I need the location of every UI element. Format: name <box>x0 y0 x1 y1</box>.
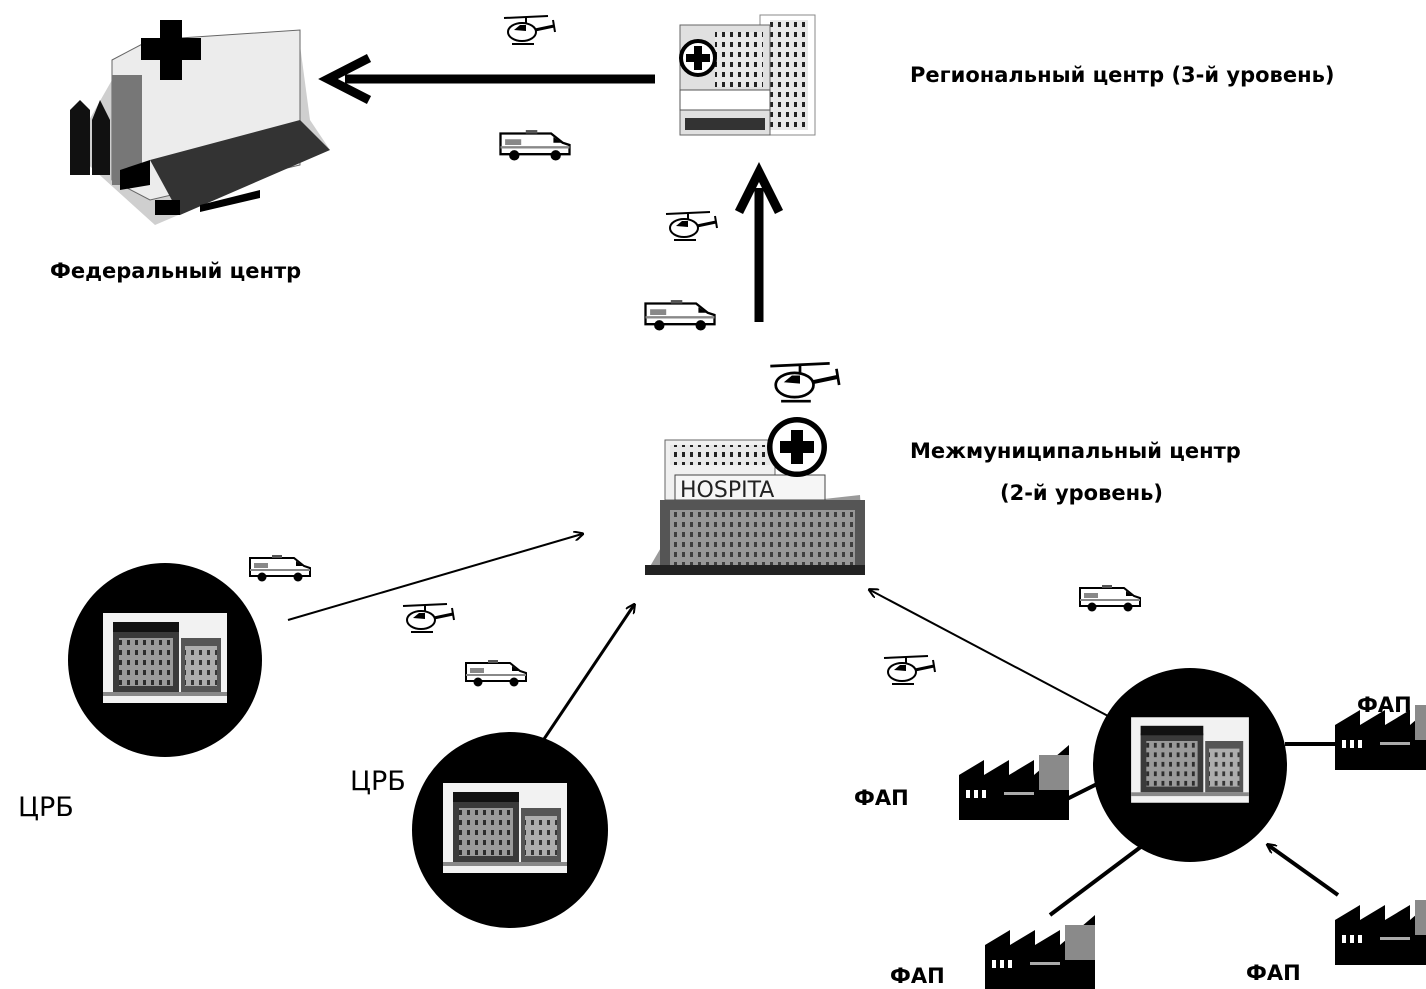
regional-center-building-icon <box>679 14 816 136</box>
arrow-regional-to-federal <box>318 53 655 105</box>
crb-mid-icon <box>412 732 608 928</box>
intermunicipal-center-building-icon: HOSPITA <box>645 417 865 575</box>
fap-bottom-left-building-icon <box>985 915 1095 989</box>
label-federal-center: Федеральный центр <box>50 259 301 283</box>
label-intermunicipal-level: (2-й уровень) <box>1000 481 1163 505</box>
label-fap-bottom-right: ФАП <box>1246 961 1301 985</box>
label-fap-top-right: ФАП <box>1357 693 1412 717</box>
helicopter-icon <box>882 654 937 686</box>
label-crb-mid: ЦРБ <box>350 766 406 797</box>
fap-hub-icon <box>1093 668 1287 862</box>
helicopter-icon <box>401 602 456 634</box>
ambulance-icon <box>1079 584 1141 613</box>
arrow-crb-left-to-center <box>287 534 582 621</box>
arrow-hub-to-center <box>870 590 1126 726</box>
helicopter-icon <box>502 14 557 46</box>
connector-hub-fap-bottom-left <box>1048 838 1152 917</box>
label-intermunicipal-center: Межмуниципальный центр <box>910 439 1241 463</box>
label-crb-left: ЦРБ <box>18 792 74 823</box>
svg-text:HOSPITA: HOSPITA <box>680 478 774 503</box>
federal-center-building-icon <box>70 20 330 225</box>
ambulance-icon <box>249 554 311 583</box>
label-fap-bottom-left: ФАП <box>890 964 945 988</box>
ambulance-icon <box>465 659 527 688</box>
label-fap-left: ФАП <box>854 786 909 810</box>
ambulance-icon <box>644 298 716 332</box>
helicopter-icon <box>770 363 839 401</box>
arrow-crb-mid-to-center <box>538 605 634 746</box>
ambulance-icon <box>499 128 571 162</box>
arrow-intermunicipal-to-regional <box>734 161 784 322</box>
fap-left-building-icon <box>959 745 1069 820</box>
crb-left-icon <box>68 563 262 757</box>
label-regional-center: Региональный центр (3-й уровень) <box>910 63 1334 87</box>
arrow-fap-bottom-right-to-hub <box>1268 845 1340 897</box>
helicopter-icon <box>664 210 719 242</box>
fap-bottom-right-building-icon <box>1335 890 1426 965</box>
